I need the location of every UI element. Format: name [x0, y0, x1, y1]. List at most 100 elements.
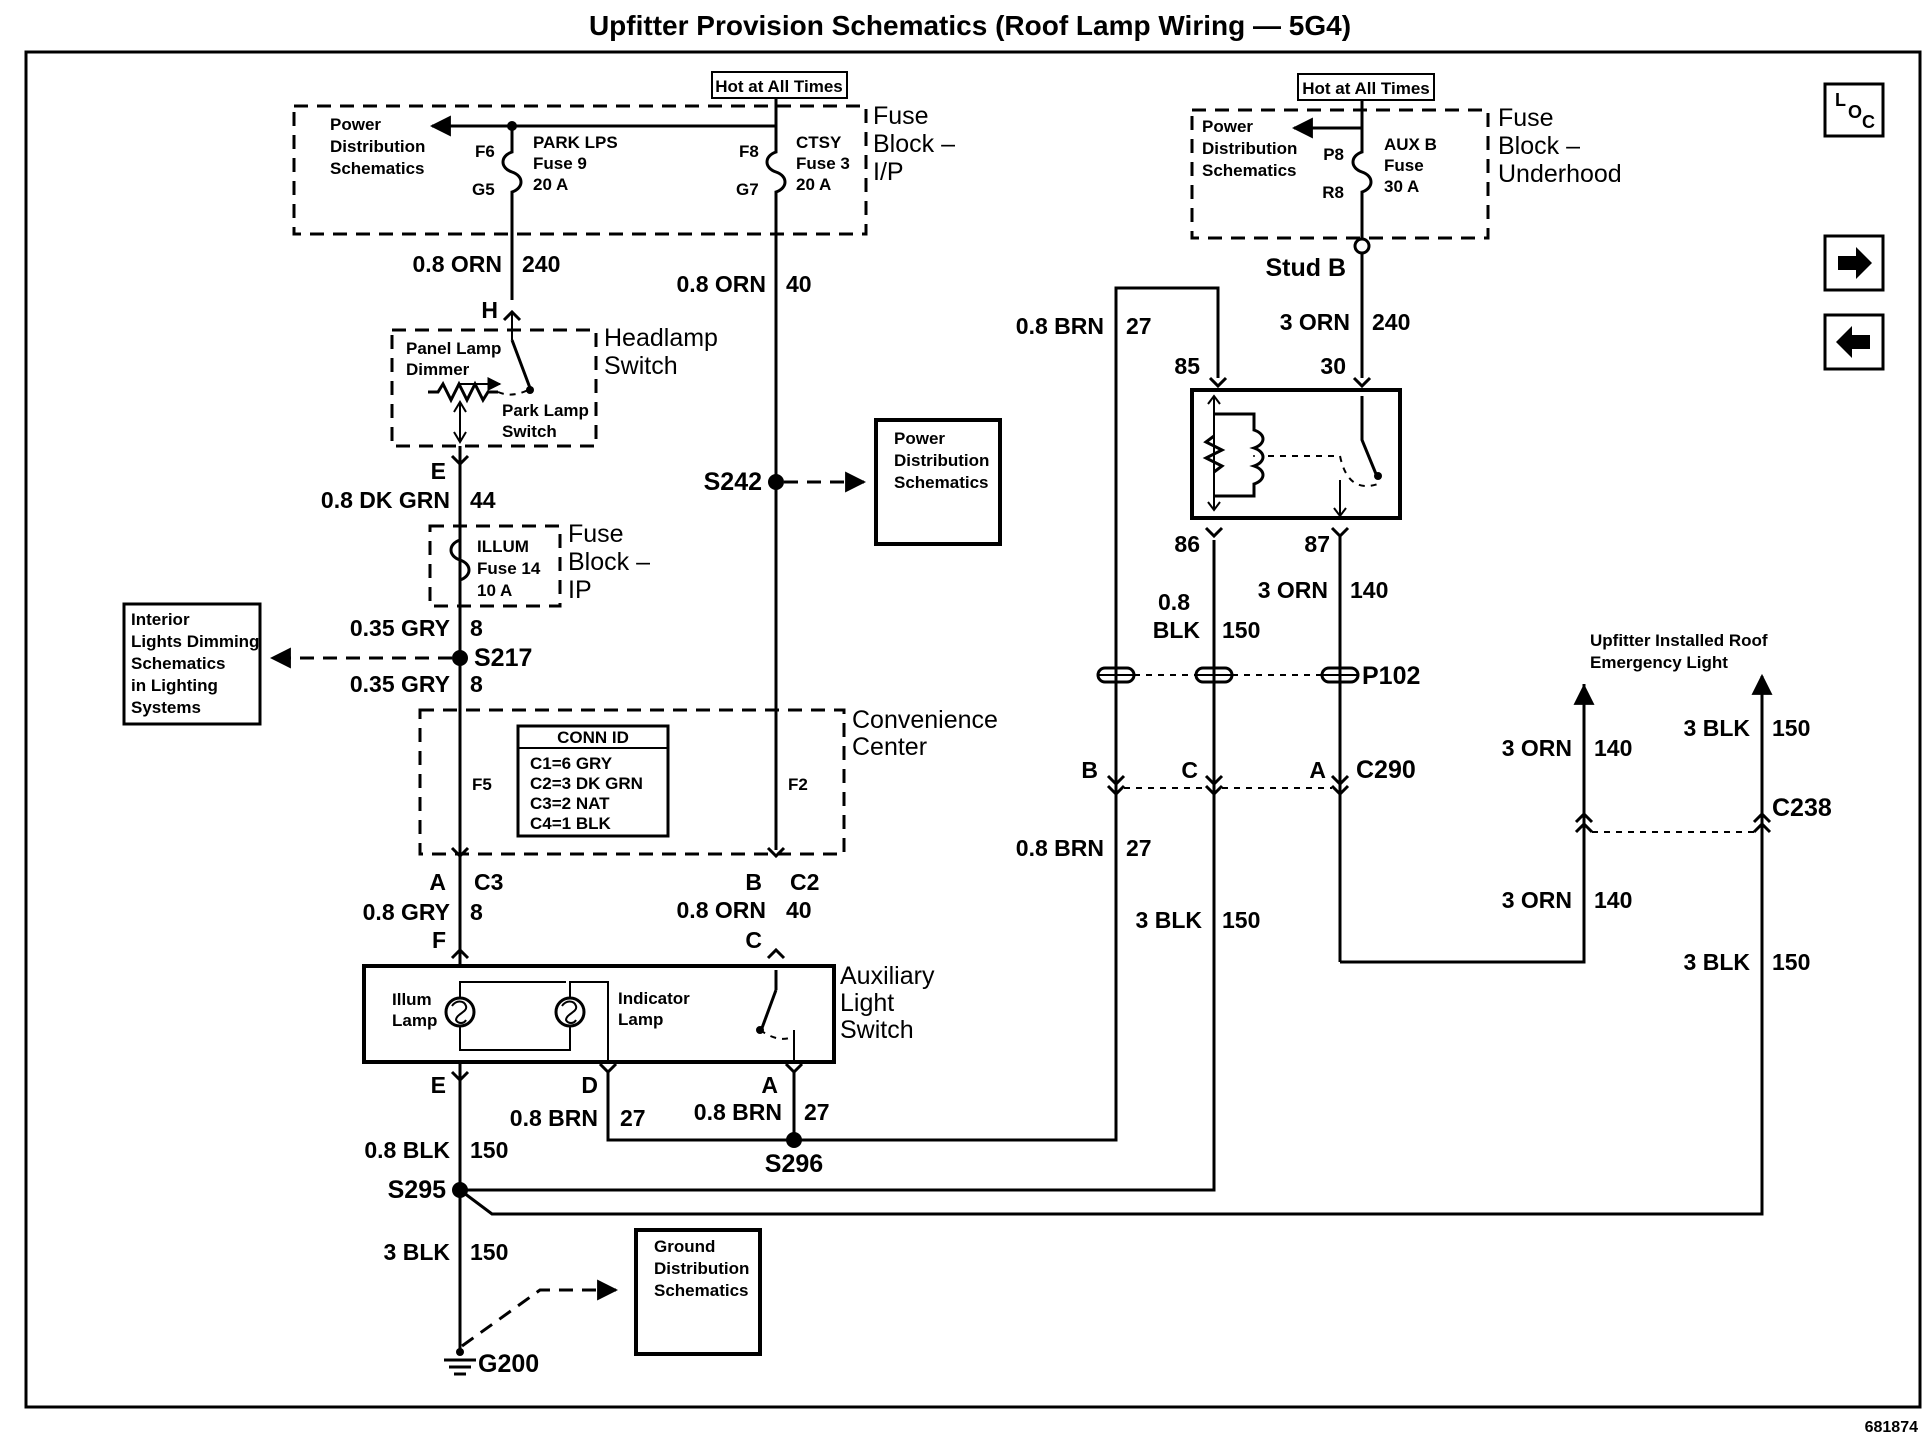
connector-p102: P102 — [1096, 662, 1420, 690]
circuit-number: 8 — [470, 671, 483, 697]
loc-l-glyph: L — [1835, 90, 1846, 110]
park-fuse-symbol — [501, 126, 523, 300]
ground-ref-label-2: Distribution — [654, 1259, 749, 1278]
pds-ref-label-2[interactable]: Distribution — [330, 137, 425, 156]
wire-color-label: 3 BLK — [1684, 949, 1751, 975]
pin-h: H — [481, 297, 498, 323]
hot-label: Hot at All Times — [715, 77, 843, 96]
wire-color-label: 0.35 GRY — [350, 671, 450, 697]
wire-color-label: 0.8 GRY — [363, 899, 450, 925]
hot-label-2: Hot at All Times — [1302, 79, 1430, 98]
interior-ref-label-1: Interior — [131, 610, 190, 629]
indicator-lamp-label-2: Lamp — [618, 1010, 663, 1029]
conn-id-row: C1=6 GRY — [530, 754, 613, 773]
pin-f: F — [432, 927, 446, 953]
aux-switch-title-2: Light — [840, 989, 894, 1017]
auxiliary-light-switch: F C Auxiliary Light Switch Illum Lamp In… — [362, 927, 935, 1098]
power-distribution-ref-box[interactable]: Power Distribution Schematics — [874, 418, 1002, 546]
wire-color-label: 3 ORN — [1502, 887, 1572, 913]
wire-color-label: 3 ORN — [1280, 309, 1350, 335]
relay-pin-85: 85 — [1174, 353, 1200, 379]
park-switch-label-2: Switch — [502, 422, 557, 441]
illum-lamp-label-1: Illum — [392, 990, 432, 1009]
next-page-button[interactable] — [1823, 234, 1885, 292]
conn-id-row: C3=2 NAT — [530, 794, 610, 813]
circuit-number: 140 — [1350, 577, 1388, 603]
illum-fuse-symbol — [449, 538, 471, 582]
fuse-block-underhood: Hot at All Times Fuse Block – Underhood … — [1190, 73, 1622, 240]
pds-ref-label-3[interactable]: Schematics — [1202, 161, 1297, 180]
wire-color-label: 0.8 BRN — [1016, 313, 1104, 339]
fuse-block-ip-title-2: Block – — [873, 130, 955, 158]
wire-color-label: 0.8 BRN — [1016, 835, 1104, 861]
dimmer-label-2: Dimmer — [406, 360, 470, 379]
splice-s242 — [768, 474, 784, 490]
park-switch-label-1: Park Lamp — [502, 401, 589, 420]
pds-ref-label-1[interactable]: Power — [330, 115, 381, 134]
fuse-block-ip-title-2: Block – — [568, 548, 650, 576]
prev-page-button[interactable] — [1823, 313, 1885, 371]
fuse-underhood-title-3: Underhood — [1498, 160, 1622, 188]
ctsy-fuse-symbol — [765, 126, 787, 850]
c290-pin-b: B — [1081, 757, 1098, 783]
wire-color-label: 0.8 ORN — [677, 897, 766, 923]
interior-lights-ref-box[interactable]: Interior Lights Dimming Schematics in Li… — [122, 602, 262, 726]
loc-c-glyph: C — [1862, 112, 1875, 132]
wire-color-label: 0.8 ORN — [413, 251, 502, 277]
wire-color-label: BLK — [1153, 617, 1201, 643]
ground-g200: G200 — [444, 1348, 539, 1378]
circuit-number: 27 — [1126, 313, 1152, 339]
pds-ref-label-3[interactable]: Schematics — [330, 159, 425, 178]
hot-label-box — [711, 71, 848, 99]
pds-ref-label-2[interactable]: Distribution — [1202, 139, 1297, 158]
circuit-number: 8 — [470, 899, 483, 925]
park-fuse-label-1: PARK LPS — [533, 133, 618, 152]
conn-id-title: CONN ID — [557, 728, 629, 747]
pin-c: C — [745, 927, 762, 953]
fuse-block-ip-title-1: Fuse — [568, 520, 624, 548]
illum-lamp-label-2: Lamp — [392, 1011, 437, 1030]
connector-c290: B C A C290 — [1081, 756, 1416, 797]
relay-pin-30: 30 — [1320, 353, 1346, 379]
circuit-number: 40 — [786, 271, 812, 297]
splice-s217 — [452, 650, 468, 666]
headlamp-switch-title-2: Switch — [604, 352, 678, 380]
wire-color-label: 3 BLK — [384, 1239, 451, 1265]
loc-button[interactable]: L O C — [1823, 82, 1885, 138]
connector-p102-label: P102 — [1362, 662, 1420, 690]
roof-light-label-1[interactable]: Upfitter Installed Roof — [1590, 631, 1768, 650]
circuit-number: 140 — [1594, 735, 1632, 761]
roof-light-label-2[interactable]: Emergency Light — [1590, 653, 1728, 672]
wire-color-label: 0.8 BRN — [510, 1105, 598, 1131]
aux-b-fuse-label-1: AUX B — [1384, 135, 1437, 154]
wire-color-label: 0.35 GRY — [350, 615, 450, 641]
circuit-number: 150 — [470, 1137, 508, 1163]
arrow-left-icon — [1836, 326, 1870, 358]
relay-coil-icon — [1253, 455, 1255, 457]
wire-color-label: 0.8 BLK — [364, 1137, 450, 1163]
pin-g7: G7 — [736, 180, 759, 199]
pds-box-label-3: Schematics — [894, 473, 989, 492]
illum-fuse-label-3: 10 A — [477, 581, 512, 600]
pin-f5: F5 — [472, 775, 492, 794]
park-fuse-label-2: Fuse 9 — [533, 154, 587, 173]
illum-fuse-label-1: ILLUM — [477, 537, 529, 556]
circuit-number: 150 — [470, 1239, 508, 1265]
splice-s217-label: S217 — [474, 644, 532, 672]
circuit-number: 150 — [1222, 617, 1260, 643]
wire-color-label: 0.8 — [1158, 589, 1190, 615]
circuit-number: 44 — [470, 487, 496, 513]
pin-e: E — [431, 458, 446, 484]
ctsy-fuse-label-2: Fuse 3 — [796, 154, 850, 173]
ground-distribution-ref-box[interactable]: Ground Distribution Schematics — [634, 1228, 762, 1356]
fuse-block-ip-title-3: IP — [568, 576, 592, 604]
conn-id-row: C2=3 DK GRN — [530, 774, 643, 793]
wire-color-label: 3 ORN — [1258, 577, 1328, 603]
aux-switch-title-1: Auxiliary — [840, 962, 935, 990]
ground-ref-label-1: Ground — [654, 1237, 715, 1256]
pin-f6: F6 — [475, 142, 495, 161]
pds-ref-label-1[interactable]: Power — [1202, 117, 1253, 136]
ctsy-fuse-label-3: 20 A — [796, 175, 831, 194]
connector-c3: C3 — [474, 869, 503, 895]
